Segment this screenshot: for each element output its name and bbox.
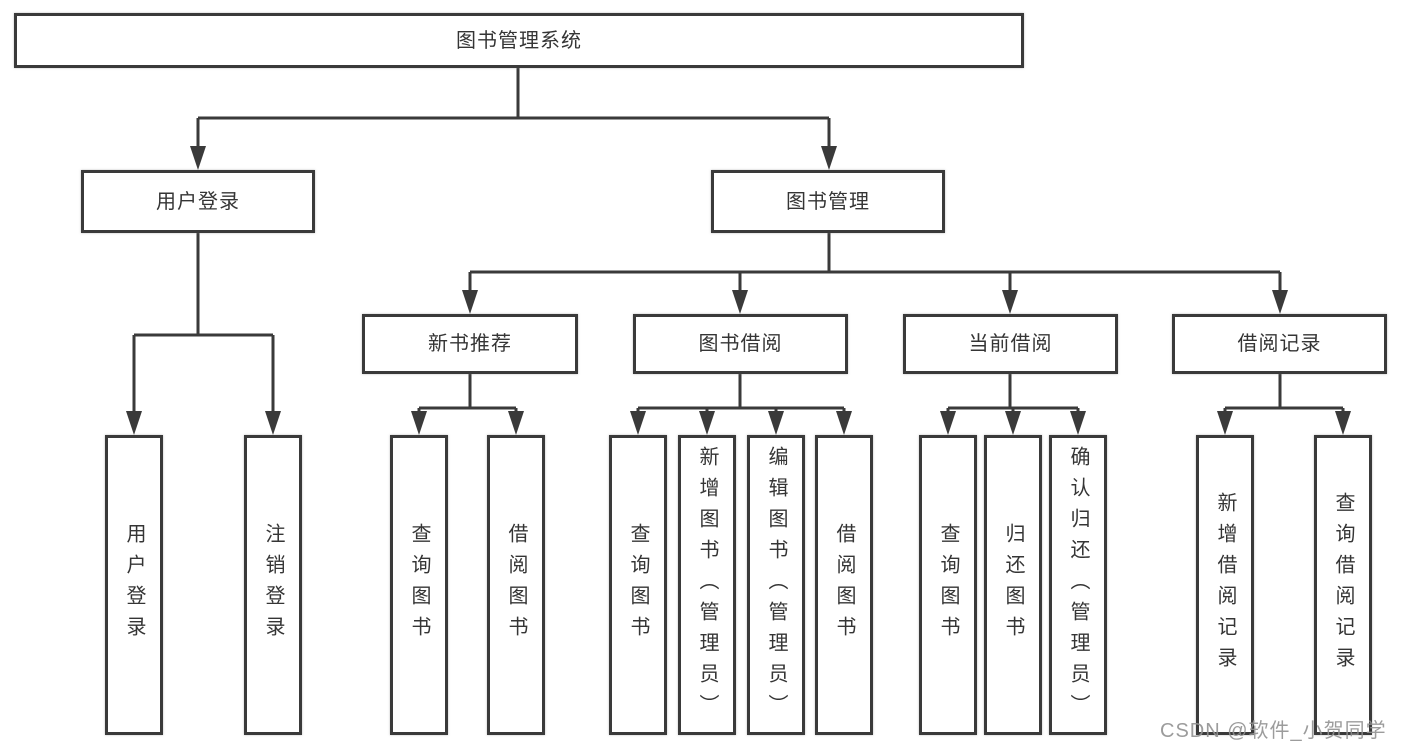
leaf-add-borrow-record: 新增借阅记录 (1196, 435, 1254, 735)
leaf-borrow-books-recommend: 借阅图书 (487, 435, 545, 735)
node-new-book-recommend-label: 新书推荐 (428, 333, 512, 355)
leaf-borrow-books-recommend-label: 借阅图书 (505, 523, 527, 647)
node-borrow-records-label: 借阅记录 (1237, 333, 1322, 355)
leaf-confirm-return-admin-label: 确认归还（管理员） (1067, 445, 1089, 725)
leaf-query-books-borrowing-label: 查询图书 (627, 523, 649, 647)
node-borrow-records: 借阅记录 (1172, 314, 1387, 374)
node-library-system-label: 图书管理系统 (456, 29, 582, 52)
leaf-return-books-label: 归还图书 (1002, 523, 1024, 647)
leaf-query-books-recommend: 查询图书 (390, 435, 448, 735)
leaf-query-books-current-label: 查询图书 (937, 523, 959, 647)
leaf-edit-books-admin: 编辑图书（管理员） (747, 435, 805, 735)
leaf-return-books: 归还图书 (984, 435, 1042, 735)
node-current-borrowing: 当前借阅 (903, 314, 1118, 374)
leaf-query-books-borrowing: 查询图书 (609, 435, 667, 735)
watermark: CSDN @软件_小贺同学 (1160, 720, 1387, 742)
leaf-add-books-admin-label: 新增图书（管理员） (696, 445, 718, 725)
leaf-query-books-recommend-label: 查询图书 (408, 523, 430, 647)
leaf-logout: 注销登录 (244, 435, 302, 735)
leaf-logout-label: 注销登录 (262, 523, 284, 647)
node-book-management-label: 图书管理 (786, 190, 870, 213)
node-user-login: 用户登录 (81, 170, 315, 233)
node-book-management: 图书管理 (711, 170, 945, 233)
node-new-book-recommend: 新书推荐 (362, 314, 578, 374)
leaf-borrow-books-borrowing-label: 借阅图书 (833, 523, 855, 647)
node-library-system: 图书管理系统 (14, 13, 1024, 68)
node-user-login-label: 用户登录 (156, 190, 240, 213)
leaf-user-login: 用户登录 (105, 435, 163, 735)
arrowheads (126, 146, 1351, 435)
leaf-add-borrow-record-label: 新增借阅记录 (1214, 492, 1236, 678)
node-book-borrowing-label: 图书借阅 (698, 333, 783, 355)
leaf-confirm-return-admin: 确认归还（管理员） (1049, 435, 1107, 735)
leaf-user-login-label: 用户登录 (123, 523, 145, 647)
leaf-add-books-admin: 新增图书（管理员） (678, 435, 736, 735)
leaf-query-borrow-record: 查询借阅记录 (1314, 435, 1372, 735)
node-current-borrowing-label: 当前借阅 (968, 333, 1053, 355)
leaf-query-borrow-record-label: 查询借阅记录 (1332, 492, 1354, 678)
leaf-edit-books-admin-label: 编辑图书（管理员） (765, 445, 787, 725)
leaf-query-books-current: 查询图书 (919, 435, 977, 735)
node-book-borrowing: 图书借阅 (633, 314, 848, 374)
leaf-borrow-books-borrowing: 借阅图书 (815, 435, 873, 735)
